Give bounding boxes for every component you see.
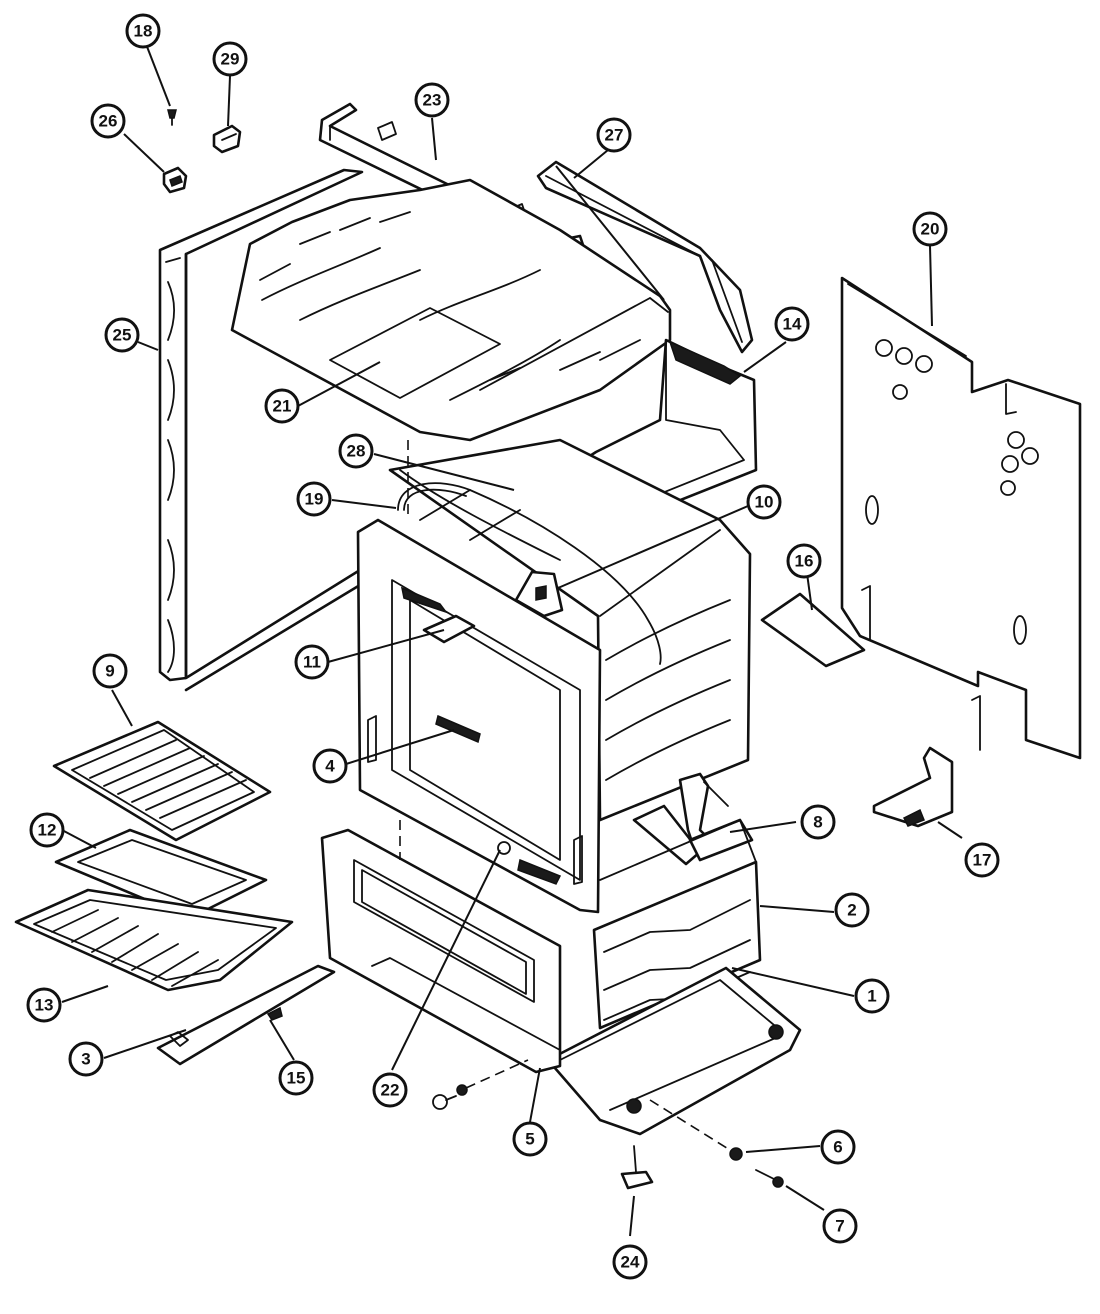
part-gasket-19 bbox=[397, 482, 662, 665]
callout-18[interactable]: 18 bbox=[125, 13, 161, 49]
part-bracket-17 bbox=[872, 746, 954, 828]
callout-7[interactable]: 7 bbox=[822, 1208, 858, 1244]
svg-text:1: 1 bbox=[867, 987, 876, 1006]
part-clip-29 bbox=[212, 124, 242, 154]
part-base-1 bbox=[546, 966, 802, 1136]
callout-29[interactable]: 29 bbox=[212, 41, 248, 77]
part-gas-valve-8 bbox=[632, 772, 754, 866]
callout-4[interactable]: 4 bbox=[312, 748, 348, 784]
svg-text:23: 23 bbox=[423, 91, 442, 110]
svg-text:17: 17 bbox=[973, 851, 992, 870]
part-trim-27 bbox=[536, 160, 754, 354]
svg-text:14: 14 bbox=[783, 315, 802, 334]
part-rail-15 bbox=[156, 964, 336, 1066]
callout-5[interactable]: 5 bbox=[512, 1121, 548, 1157]
part-plate-16 bbox=[760, 592, 866, 668]
callout-12[interactable]: 12 bbox=[29, 812, 65, 848]
part-drawer-side-2 bbox=[592, 819, 762, 1030]
svg-text:12: 12 bbox=[38, 821, 57, 840]
part-block-26 bbox=[162, 166, 188, 194]
callout-9[interactable]: 9 bbox=[92, 653, 128, 689]
part-front-lower-panel-5 bbox=[320, 828, 562, 1074]
part-oven-rack-13 bbox=[14, 888, 294, 992]
svg-text:19: 19 bbox=[305, 490, 324, 509]
part-leveling-leg-24 bbox=[620, 1145, 654, 1190]
part-broiler-grid-9 bbox=[52, 720, 272, 842]
part-nut-6 bbox=[729, 1147, 743, 1161]
svg-text:21: 21 bbox=[273, 397, 292, 416]
svg-text:29: 29 bbox=[221, 50, 240, 69]
callout-10[interactable]: 10 bbox=[746, 484, 782, 520]
part-screw-7 bbox=[755, 1169, 784, 1188]
svg-text:8: 8 bbox=[813, 813, 822, 832]
svg-text:6: 6 bbox=[833, 1138, 842, 1157]
callout-16[interactable]: 16 bbox=[786, 543, 822, 579]
svg-text:22: 22 bbox=[381, 1081, 400, 1100]
svg-text:15: 15 bbox=[287, 1069, 306, 1088]
callout-6[interactable]: 6 bbox=[820, 1129, 856, 1165]
svg-text:2: 2 bbox=[847, 901, 856, 920]
callout-23[interactable]: 23 bbox=[414, 82, 450, 118]
callout-20[interactable]: 20 bbox=[912, 211, 948, 247]
svg-text:11: 11 bbox=[303, 653, 321, 672]
callout-2[interactable]: 2 bbox=[834, 892, 870, 928]
part-back-panel-20 bbox=[840, 276, 1082, 760]
callout-27[interactable]: 27 bbox=[596, 117, 632, 153]
callout-14[interactable]: 14 bbox=[774, 306, 810, 342]
callout-26[interactable]: 26 bbox=[90, 103, 126, 139]
svg-text:25: 25 bbox=[113, 326, 132, 345]
part-front-frame-11 bbox=[356, 518, 602, 914]
assembly-lines bbox=[399, 440, 731, 1151]
part-screw-18 bbox=[167, 109, 177, 126]
callout-17[interactable]: 17 bbox=[964, 842, 1000, 878]
svg-text:13: 13 bbox=[35, 996, 54, 1015]
svg-text:16: 16 bbox=[795, 552, 814, 571]
svg-text:7: 7 bbox=[835, 1217, 844, 1236]
callout-22[interactable]: 22 bbox=[372, 1072, 408, 1108]
svg-text:3: 3 bbox=[81, 1050, 90, 1069]
callout-19[interactable]: 19 bbox=[296, 481, 332, 517]
svg-text:24: 24 bbox=[621, 1253, 640, 1272]
callout-1[interactable]: 1 bbox=[854, 978, 890, 1014]
callout-11[interactable]: 11 bbox=[294, 644, 330, 680]
callout-24[interactable]: 24 bbox=[612, 1244, 648, 1280]
callout-28[interactable]: 28 bbox=[338, 433, 374, 469]
callout-13[interactable]: 13 bbox=[26, 987, 62, 1023]
svg-text:18: 18 bbox=[134, 22, 153, 41]
callout-8[interactable]: 8 bbox=[800, 804, 836, 840]
svg-text:5: 5 bbox=[525, 1130, 534, 1149]
svg-text:9: 9 bbox=[105, 662, 114, 681]
callout-15[interactable]: 15 bbox=[278, 1060, 314, 1096]
part-bolt-22 bbox=[432, 841, 511, 1110]
callout-25[interactable]: 25 bbox=[104, 317, 140, 353]
callout-21[interactable]: 21 bbox=[264, 388, 300, 424]
svg-text:26: 26 bbox=[99, 112, 118, 131]
svg-text:20: 20 bbox=[921, 220, 940, 239]
svg-text:28: 28 bbox=[347, 442, 366, 461]
part-burner-box-21 bbox=[230, 178, 672, 442]
svg-text:4: 4 bbox=[325, 757, 335, 776]
callout-3[interactable]: 3 bbox=[68, 1041, 104, 1077]
svg-text:10: 10 bbox=[755, 493, 774, 512]
svg-text:27: 27 bbox=[605, 126, 624, 145]
